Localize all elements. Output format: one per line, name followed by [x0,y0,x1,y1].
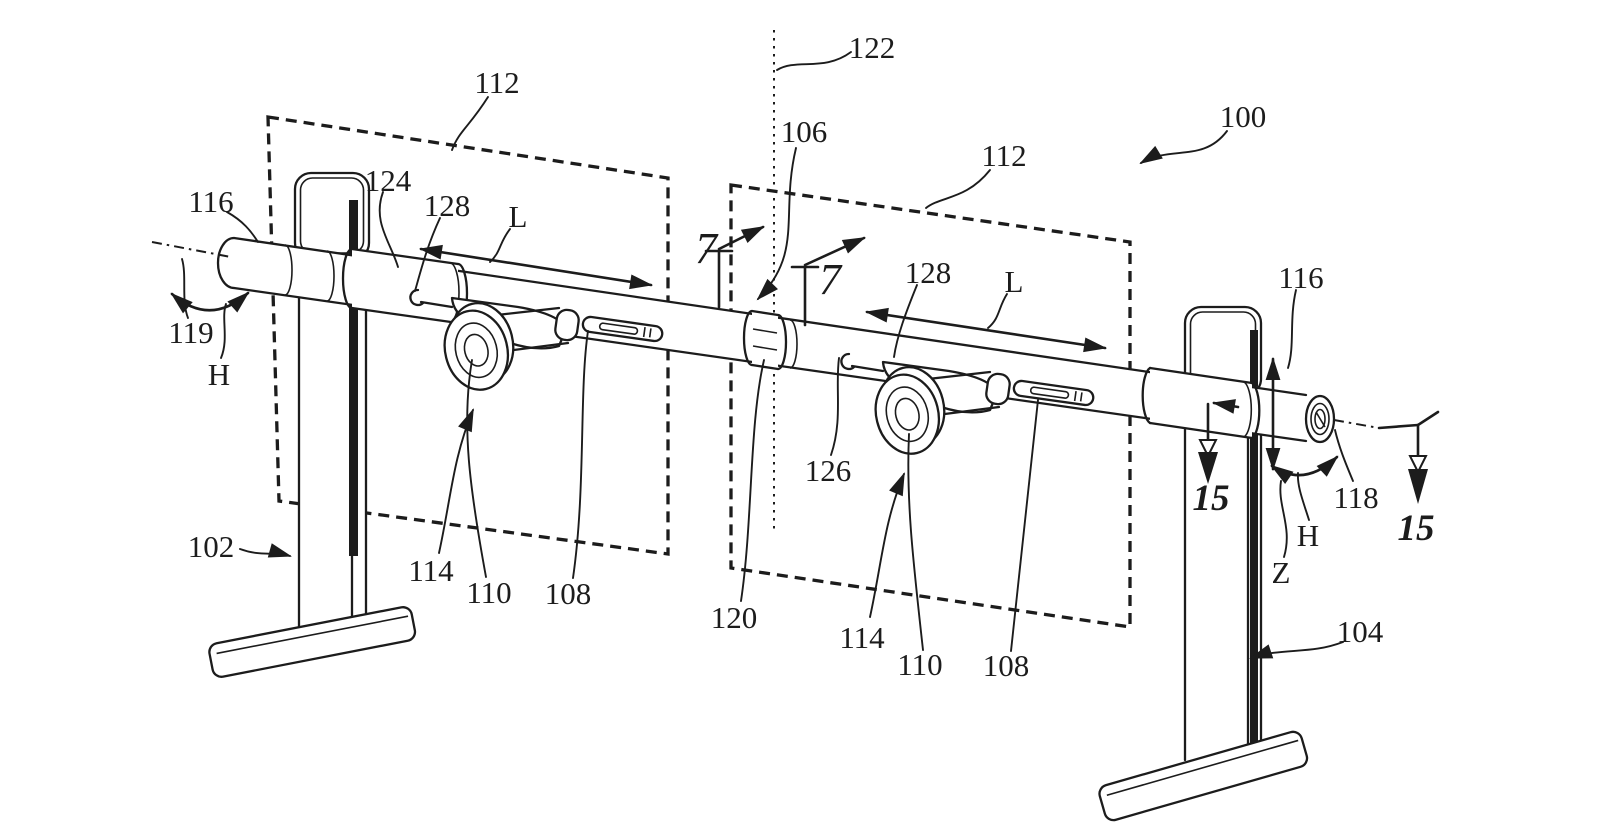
ref-100-label: 100 [1220,99,1267,134]
ref-102-label: 102 [188,529,235,564]
rod-collar [742,309,788,371]
leader-H-left [220,303,227,359]
belt-top [495,306,561,317]
leader-110-right [907,433,924,651]
rotation-arrow-H-left [170,291,250,314]
right-stand-base [1098,730,1309,822]
leader-122 [776,51,852,71]
left-stand-base [208,606,417,678]
rotation-arrow-H-right [1270,455,1339,484]
section-15-left-label: 15 [1193,478,1230,519]
ref-112-left-label: 112 [474,65,519,100]
ref-108-left-label: 108 [545,576,592,611]
ref-110-left-label: 110 [466,575,511,610]
dir-L-right-label: L [1005,264,1024,299]
leader-100-arrow [1139,130,1228,165]
leader-L-right [987,293,1008,329]
rod-sleeve-right [1141,366,1261,440]
motion-arrow-L-left [419,244,653,290]
roller-mechanism-left [409,288,664,391]
leader-119 [181,258,189,319]
ref-110-right-label: 110 [897,647,942,682]
ref-114-left-label: 114 [408,553,454,588]
dir-Z-label: Z [1272,555,1291,590]
section-marker-15-right [1333,410,1440,504]
leader-H-right [1296,472,1310,521]
leader-114-right-arrow [869,472,905,618]
ref-122-label: 122 [849,30,896,65]
belt-cylinder [554,308,580,342]
section-marker-15-left [1198,399,1240,484]
dir-L-left-label: L [509,199,528,234]
ref-120-label: 120 [711,600,758,635]
right-stand [1098,305,1309,822]
lead-screw [581,315,664,343]
left-stand [208,171,417,678]
leader-112-left [451,96,489,151]
leader-104-arrow [1249,641,1344,659]
ref-108-right-label: 108 [983,648,1030,683]
ref-128-right-label: 128 [905,255,952,290]
rod-end-cap [1304,394,1336,444]
leader-106-arrow [756,147,797,301]
leader-128-right [893,284,918,358]
reference-numerals: 100 102 104 106 108 108 110 110 112 112 … [168,30,1434,683]
section-7-right-label: 7 [819,255,843,304]
ref-118-label: 118 [1333,480,1378,515]
leader-L-left [489,228,511,263]
clip-link [419,300,454,309]
leader-118 [1334,429,1354,482]
dir-H-left-label: H [208,357,230,392]
ref-116-right-label: 116 [1278,260,1323,295]
leader-124 [378,191,399,268]
annotation-arrows [170,130,1440,659]
left-stand-rail-slot [349,200,358,556]
ref-112-right-label: 112 [981,138,1026,173]
belt-bottom [504,341,570,353]
leader-128-left [414,217,441,292]
leader-126 [830,357,840,456]
ref-106-label: 106 [781,114,828,149]
ref-126-label: 126 [805,453,852,488]
ref-128-left-label: 128 [424,188,471,223]
section-marker-7-left [704,225,765,309]
annotation-leaders [181,51,1354,652]
ref-124-label: 124 [365,163,412,198]
leader-Z [1279,480,1288,558]
section-marker-7-right [790,236,866,327]
rod-seams [284,244,798,369]
right-stand-rail-slot [1250,330,1258,745]
motion-arrow-L-right [865,307,1107,353]
ref-116-left-label: 116 [188,184,233,219]
leader-110-left [466,359,487,578]
rod-left-cap [216,236,236,290]
ref-119-label: 119 [168,315,213,350]
display-boundary-left [266,115,670,556]
section-15-right-label: 15 [1398,508,1435,549]
dir-H-right-label: H [1297,518,1319,553]
leader-112-right [925,169,991,209]
section-7-left-label: 7 [695,224,719,273]
leader-116-right [1287,289,1297,369]
ref-104-label: 104 [1337,614,1384,649]
leader-116-left [226,211,259,243]
display-boundary-right [729,183,1132,629]
ref-114-right-label: 114 [839,620,885,655]
leader-120 [740,359,765,602]
leader-102-arrow [239,543,292,558]
leader-108-left [572,330,589,579]
right-stand-column-face [1185,393,1261,772]
leader-108-right [1010,399,1039,652]
roller-pulley [443,302,515,391]
